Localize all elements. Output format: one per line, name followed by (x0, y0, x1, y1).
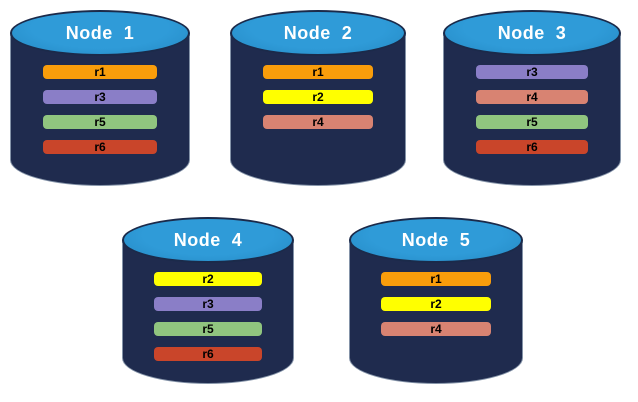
replica-label: r2 (312, 90, 324, 104)
node-title: Node 5 (401, 229, 471, 250)
replica-label: r1 (312, 65, 324, 79)
replica-bar-r5: r5 (43, 115, 157, 129)
replica-label: r1 (430, 272, 442, 286)
replica-label: r4 (312, 115, 324, 129)
node-title: Node 1 (65, 22, 135, 43)
replica-label: r2 (430, 297, 442, 311)
replica-bar-r1: r1 (381, 272, 491, 286)
replica-bar-r5: r5 (475, 115, 589, 129)
replica-bar-r3: r3 (475, 65, 589, 79)
replica-bar-r4: r4 (475, 90, 589, 104)
replica-bar-r2: r2 (381, 297, 491, 311)
cylinder-top: Node 3 (443, 10, 621, 56)
cylinder-top: Node 5 (349, 217, 523, 263)
replica-bar-r2: r2 (153, 272, 263, 286)
replica-bar-r6: r6 (43, 140, 157, 154)
node-cylinder-4: Node 4 r2 r3 r5 r6 (122, 217, 294, 384)
replica-label: r4 (430, 322, 442, 336)
replica-label: r4 (526, 90, 538, 104)
cylinder-top: Node 1 (10, 10, 190, 56)
replica-bar-r6: r6 (475, 140, 589, 154)
node-cylinder-2: Node 2 r1 r2 r4 (230, 10, 406, 186)
replica-bar-r3: r3 (153, 297, 263, 311)
replica-label: r3 (202, 297, 214, 311)
node-title: Node 3 (497, 22, 567, 43)
replica-list: r3 r4 r5 r6 (443, 65, 621, 154)
node-cylinder-3: Node 3 r3 r4 r5 r6 (443, 10, 621, 186)
replica-list: r1 r3 r5 r6 (10, 65, 190, 154)
node-cylinder-5: Node 5 r1 r2 r4 (349, 217, 523, 384)
cylinder-body (443, 33, 621, 186)
replica-bar-r1: r1 (262, 65, 374, 79)
cylinder-body (230, 33, 406, 186)
cylinder-top: Node 4 (122, 217, 294, 263)
replica-list: r1 r2 r4 (230, 65, 406, 129)
replica-bar-r5: r5 (153, 322, 263, 336)
replica-label: r5 (526, 115, 538, 129)
replica-label: r6 (526, 140, 538, 154)
replica-bar-r2: r2 (262, 90, 374, 104)
replica-label: r6 (202, 347, 214, 361)
replica-bar-r4: r4 (262, 115, 374, 129)
node-title: Node 2 (283, 22, 353, 43)
replica-bar-r3: r3 (43, 90, 157, 104)
replica-label: r5 (202, 322, 214, 336)
replica-label: r3 (526, 65, 538, 79)
replica-label: r3 (94, 90, 106, 104)
replica-label: r6 (94, 140, 106, 154)
cylinder-top: Node 2 (230, 10, 406, 56)
replica-label: r5 (94, 115, 106, 129)
replica-label: r1 (94, 65, 106, 79)
replica-list: r2 r3 r5 r6 (122, 272, 294, 361)
node-cylinder-1: Node 1 r1 r3 r5 r6 (10, 10, 190, 186)
replica-bar-r6: r6 (153, 347, 263, 361)
node-title: Node 4 (173, 229, 243, 250)
cylinder-body (10, 33, 190, 186)
cylinder-body (349, 240, 523, 384)
replica-bar-r4: r4 (381, 322, 491, 336)
replica-list: r1 r2 r4 (349, 272, 523, 336)
replica-bar-r1: r1 (43, 65, 157, 79)
replica-label: r2 (202, 272, 214, 286)
